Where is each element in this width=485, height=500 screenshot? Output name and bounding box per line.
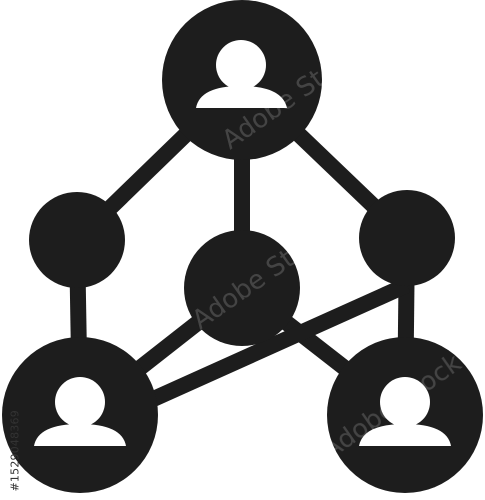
- stock-id-watermark: #1529048369: [8, 410, 22, 492]
- user-icon: [359, 377, 451, 446]
- user-icon: [196, 40, 287, 108]
- node-left-small: [29, 192, 125, 288]
- node-center: [184, 230, 300, 346]
- person-glyphs: [34, 40, 451, 446]
- user-icon: [34, 377, 126, 446]
- node-right-small: [359, 190, 455, 286]
